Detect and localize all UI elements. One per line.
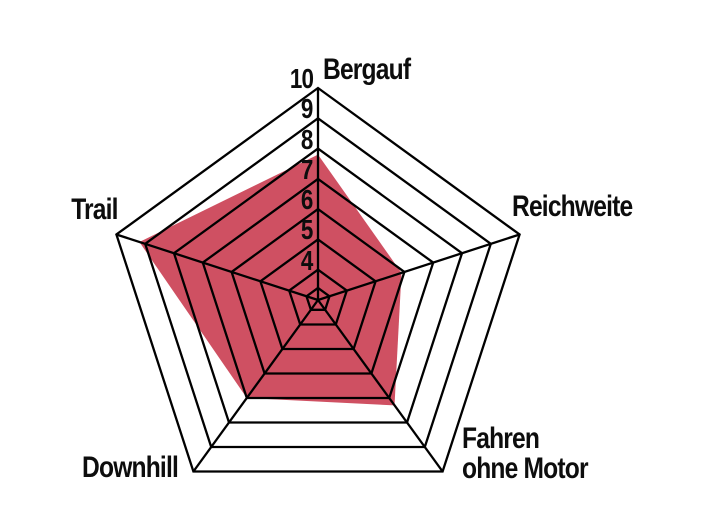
axis-label-trail: Trail: [71, 193, 119, 226]
grid-ring: [305, 286, 331, 311]
axis-label-downhill: Downhill: [82, 451, 179, 484]
axis-label-reichweite: Reichweite: [512, 190, 633, 223]
grid-ring: [230, 207, 406, 375]
axis-tick-label: 4: [301, 244, 313, 276]
data-polygon: [139, 154, 402, 406]
axis-spoke: [192, 299, 319, 473]
axis-tick-label: 5: [301, 214, 313, 246]
axis-tick-label: 8: [301, 123, 313, 155]
axis-tick-label: 6: [301, 184, 313, 216]
axis-tick-label: 10: [289, 63, 314, 94]
grid-ring: [287, 268, 349, 326]
axis-tick-label: 9: [301, 93, 313, 125]
grid-ring: [143, 116, 493, 449]
axis-spoke: [116, 233, 319, 302]
grid-ring: [172, 147, 464, 424]
axis-spoke: [317, 299, 444, 473]
axis-spoke: [317, 233, 520, 302]
grid-ring: [201, 177, 435, 400]
axis-label-fahren-ohne-motor: Fahren ohne Motor: [462, 422, 589, 485]
axis-label-bergauf: Bergauf: [323, 53, 411, 86]
grid-ring: [259, 237, 377, 351]
grid-ring: [115, 86, 521, 473]
axis-tick-label: 7: [301, 153, 313, 185]
